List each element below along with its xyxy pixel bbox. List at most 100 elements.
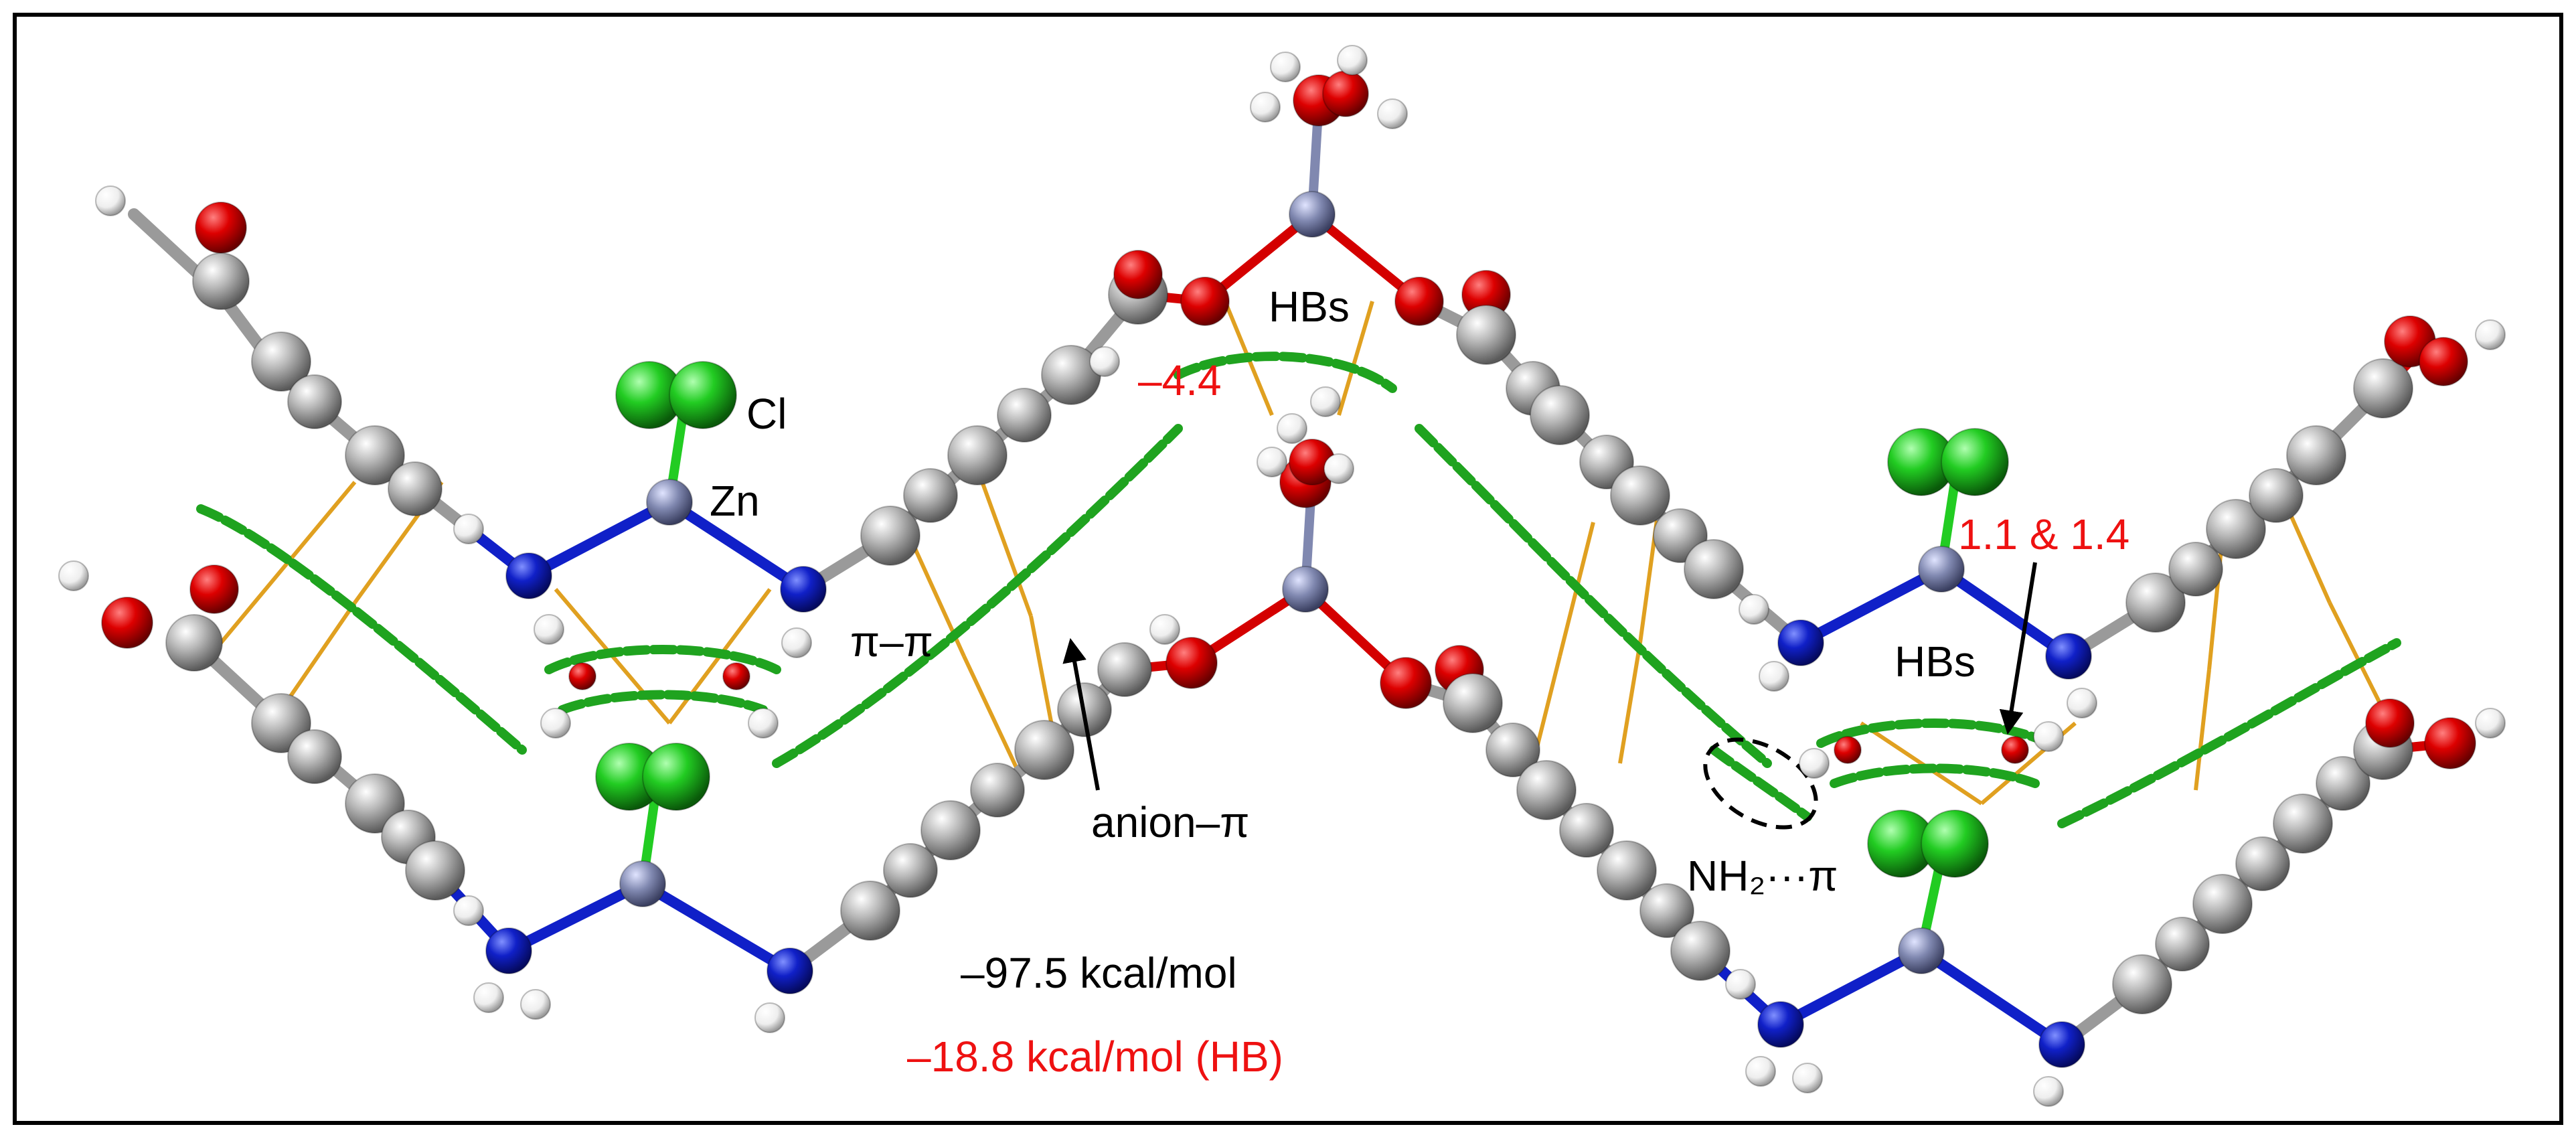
carbon-atom	[2192, 874, 2253, 934]
carbon-atom	[2316, 756, 2370, 811]
hydrogen-atom	[520, 989, 551, 1020]
oxygen-atom	[1394, 277, 1444, 326]
carbon-atom	[2286, 425, 2346, 485]
carbon-atom	[2155, 917, 2210, 972]
hydrogen-atom	[2033, 1076, 2064, 1107]
carbon-atom	[860, 506, 920, 566]
hydrogen-atom	[1337, 45, 1368, 76]
carbon-atom	[388, 461, 442, 516]
hydrogen-atom	[1323, 453, 1354, 484]
chlorine-atom	[669, 361, 737, 429]
carbon-atom	[1456, 305, 1516, 365]
chlorine-atom	[1941, 428, 2009, 496]
hydrogen-atom	[1377, 98, 1408, 129]
carbon-atom	[2168, 542, 2223, 597]
hydrogen-atom	[1799, 748, 1830, 779]
hydrogen-atom	[58, 560, 89, 591]
oxygen-atom	[2365, 698, 2415, 748]
oxygen-atom	[189, 564, 239, 614]
zinc-atom	[1282, 566, 1329, 613]
nitrogen-atom	[2045, 633, 2092, 680]
carbon-atom	[165, 614, 223, 672]
nh2-pi-highlight	[1703, 737, 1818, 830]
zinc-atom	[1289, 191, 1336, 238]
carbon-atom	[947, 425, 1008, 485]
label-hbs-top: HBs	[1269, 283, 1350, 331]
carbon-atom	[970, 763, 1025, 818]
hydrogen-atom	[1270, 52, 1301, 82]
oxygen-atom	[195, 202, 247, 254]
zinc-atom	[1918, 546, 1965, 593]
carbon-atom	[2235, 836, 2290, 891]
oxygen-atom	[1165, 637, 1218, 689]
carbon-atom	[1097, 642, 1152, 697]
carbon-atom	[192, 252, 250, 310]
hydrogen-atom	[1792, 1063, 1823, 1093]
oxygen-atom	[2424, 717, 2476, 769]
hydrogen-atom	[453, 514, 484, 544]
hydrogen-atom	[534, 614, 564, 645]
carbon-atom	[345, 425, 405, 485]
hydrogen-atom	[1089, 346, 1120, 377]
carbon-atom	[251, 331, 311, 392]
hbs-right-arrow	[1999, 562, 2037, 735]
nitrogen-atom	[1777, 619, 1824, 666]
label-hbs-right: HBs	[1895, 637, 1976, 686]
label-anion-pi: anion–π	[1091, 798, 1249, 846]
oxygen-atom	[101, 597, 153, 649]
hydrogen-atom	[1739, 594, 1769, 625]
hydrogen-atom	[1250, 92, 1281, 123]
label-pi-pi: π–π	[850, 617, 933, 666]
oxygen-atom	[1180, 277, 1230, 326]
hydrogen-atom	[1149, 614, 1180, 645]
carbon-atom	[1610, 465, 1670, 526]
hydrogen-atom	[95, 185, 126, 216]
zinc-atom	[646, 479, 693, 526]
carbon-atom	[997, 388, 1052, 443]
oxygen-atom	[568, 662, 596, 690]
zinc-atom	[1898, 927, 1945, 974]
carbon-atom	[920, 800, 981, 860]
nitrogen-atom	[767, 947, 813, 994]
carbon-atom	[1670, 921, 1730, 981]
label-total-energy: –97.5 kcal/mol	[961, 949, 1237, 997]
carbon-atom	[1014, 720, 1074, 780]
nitrogen-atom	[505, 552, 552, 599]
carbon-atom	[1597, 840, 1657, 901]
hydrogen-atom	[1725, 969, 1756, 1000]
hydrogen-atom	[473, 982, 504, 1013]
oxygen-atom	[2001, 736, 2029, 764]
carbon-atom	[2112, 954, 2172, 1014]
oxygen-atom	[722, 662, 750, 690]
carbon-atom	[2125, 573, 2186, 633]
nitrogen-atom	[1757, 1001, 1804, 1048]
hydrogen-atom	[2067, 688, 2097, 718]
hydrogen-atom	[540, 708, 571, 739]
carbon-atom	[405, 840, 465, 901]
nitrogen-atom	[2038, 1021, 2085, 1068]
carbon-atom	[903, 468, 958, 523]
carbon-atom	[883, 843, 938, 898]
oxygen-atom	[2419, 337, 2468, 386]
oxygen-atom	[1834, 736, 1862, 764]
chlorine-atom	[642, 743, 710, 811]
hydrogen-atom	[453, 895, 484, 926]
label-nh2-pi: NH₂···π	[1687, 852, 1838, 900]
carbon-atom	[1485, 722, 1540, 777]
zinc-atom	[619, 860, 666, 907]
carbon-atom	[287, 374, 342, 429]
carbon-atom	[1443, 673, 1503, 733]
nitrogen-atom	[780, 566, 827, 613]
hydrogen-atom	[2475, 319, 2506, 350]
hydrogen-atom	[1745, 1056, 1776, 1087]
carbon-atom	[840, 881, 900, 941]
oxygen-atom	[1380, 657, 1432, 709]
figure-frame	[13, 13, 2563, 1125]
carbon-atom	[1516, 760, 1577, 820]
carbon-atom	[2273, 793, 2333, 854]
hydrogen-atom	[748, 708, 779, 739]
chlorine-atom	[1921, 810, 1989, 878]
carbon-atom	[1639, 883, 1694, 938]
label-cl: Cl	[746, 390, 787, 438]
